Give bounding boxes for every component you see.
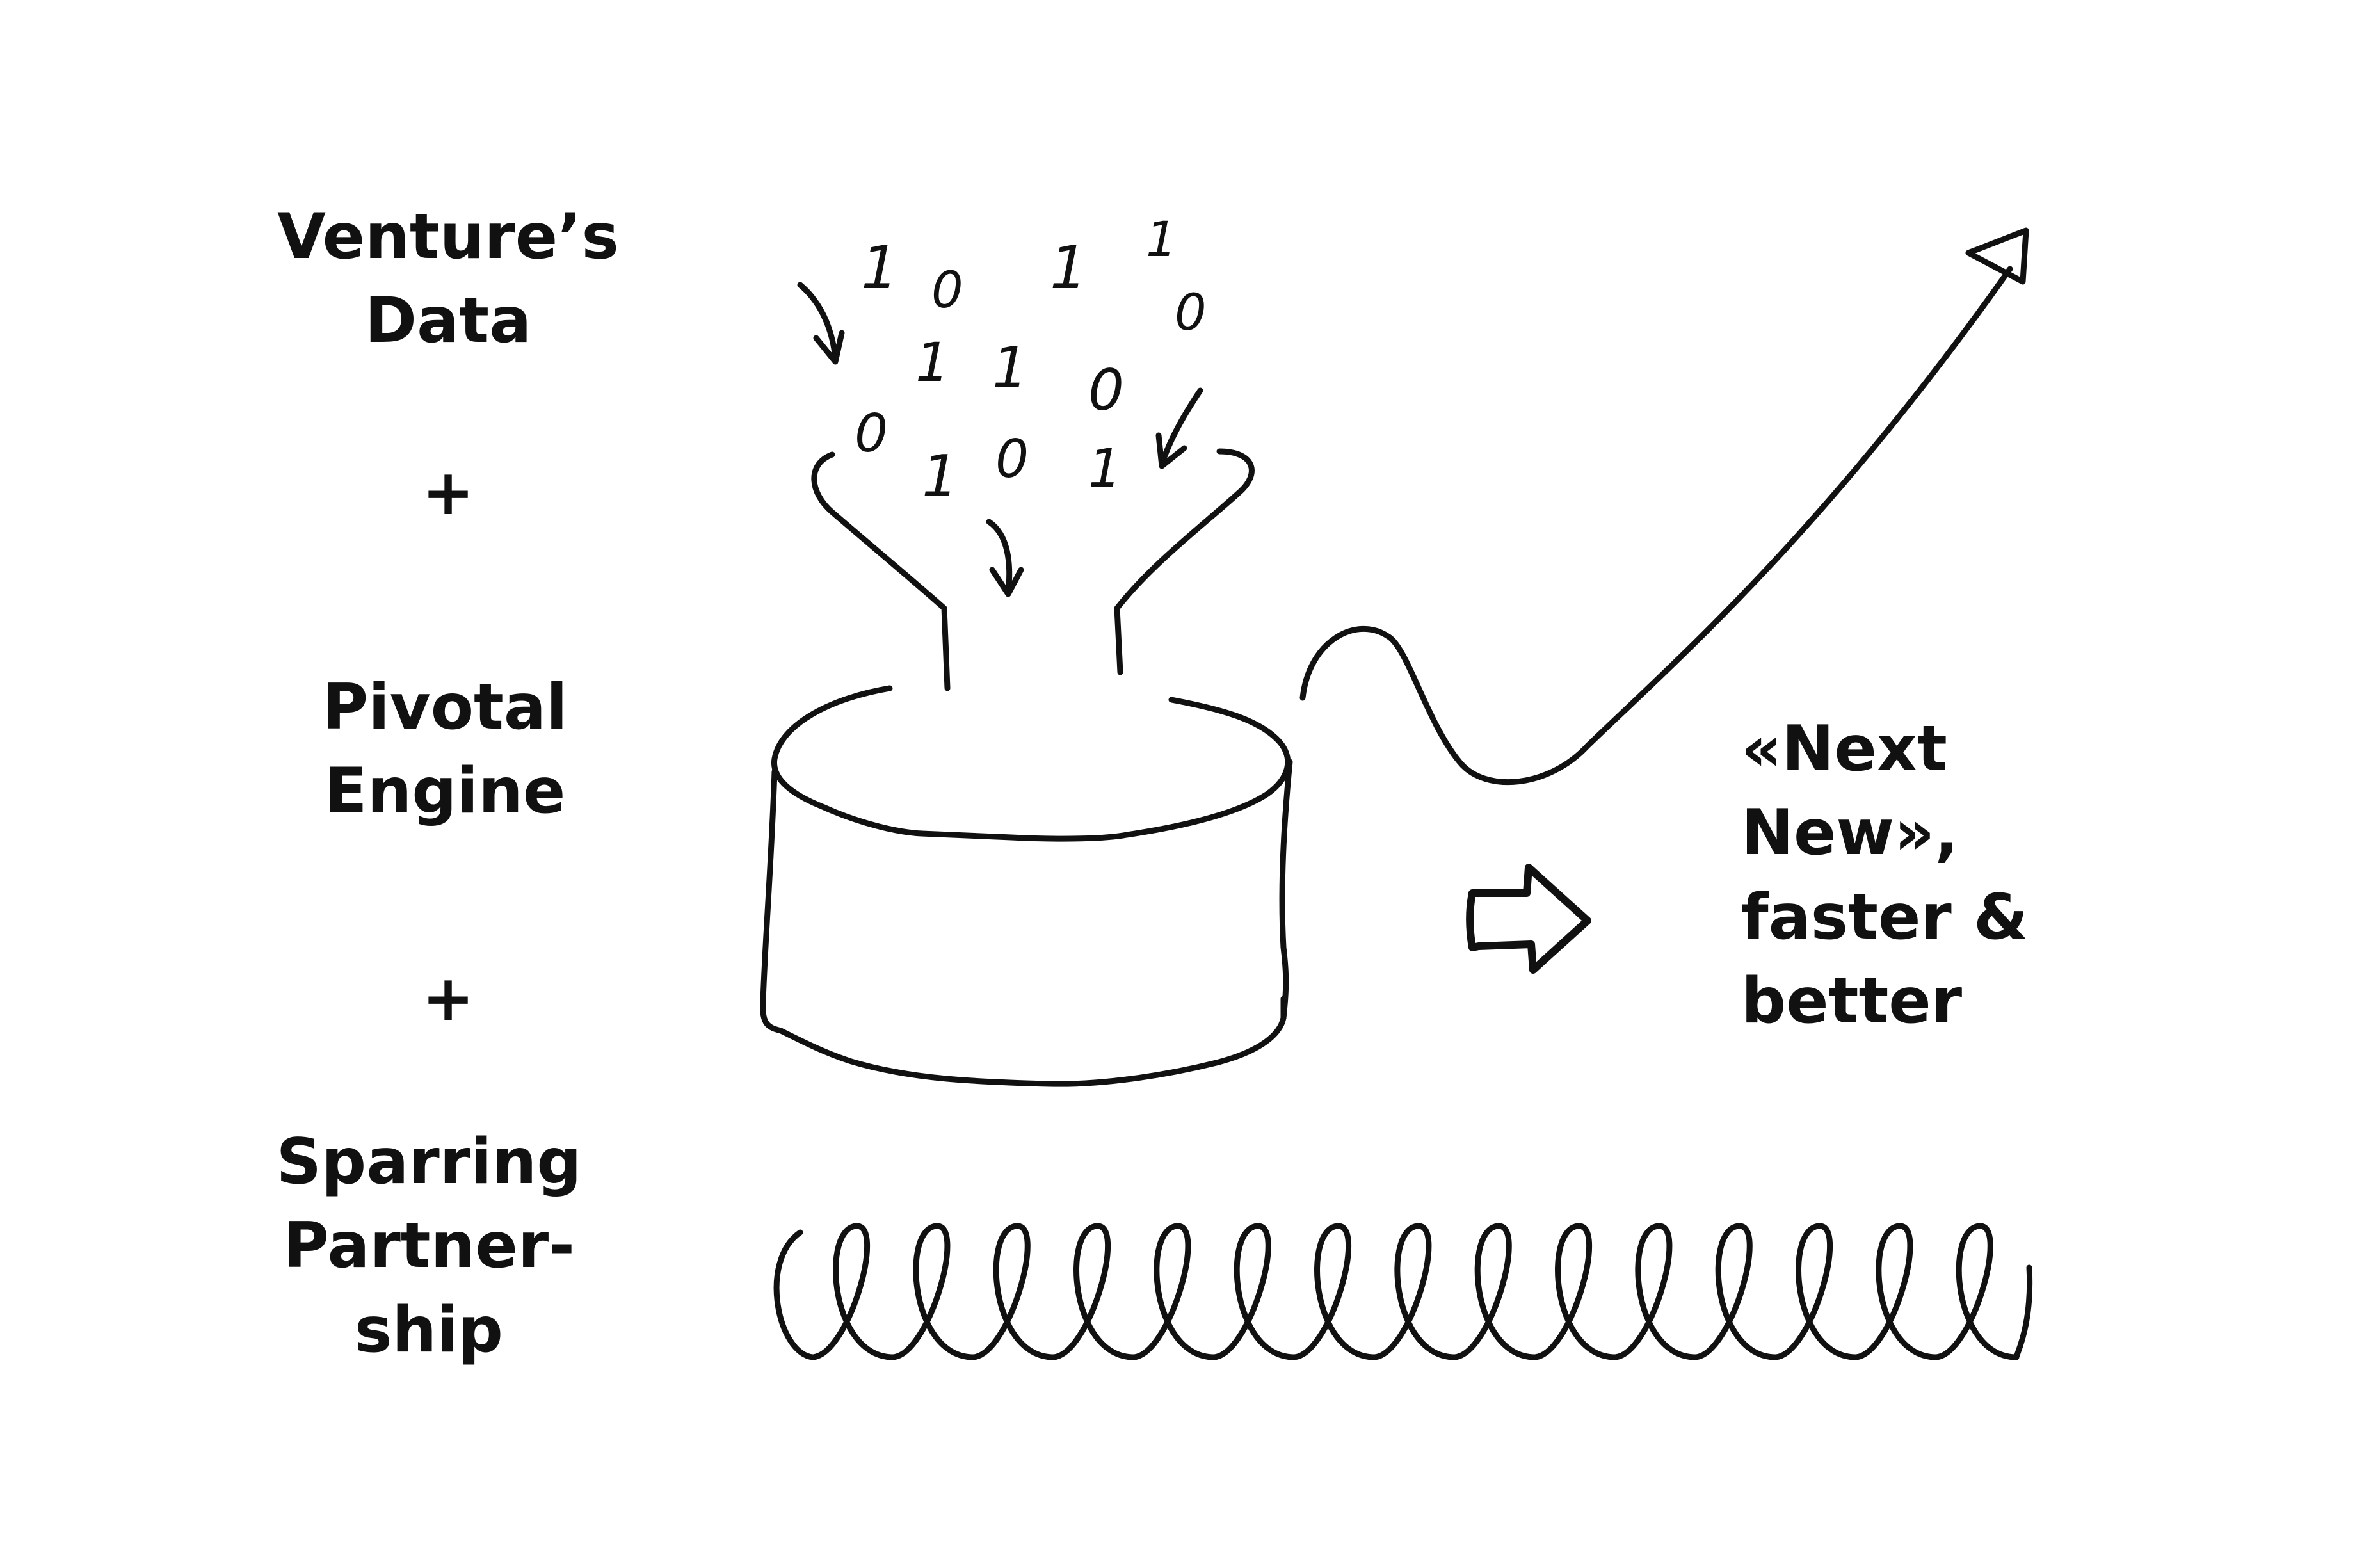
arrow-left-down bbox=[797, 282, 839, 362]
growth-curve bbox=[1299, 227, 2029, 786]
label-ventures-data: Venture’s Data bbox=[256, 195, 640, 364]
binary-digit: 1 bbox=[915, 331, 949, 394]
funnel bbox=[811, 448, 1255, 691]
label-pivotal-engine-line1: Pivotal bbox=[322, 671, 568, 744]
label-next-new-line3: faster & bbox=[1741, 880, 2029, 954]
arrow-center-down-head bbox=[989, 567, 1024, 597]
binary-digit: 1 bbox=[992, 335, 1028, 401]
binary-digit: 0 bbox=[995, 429, 1029, 490]
label-sparring-line2: Partner- bbox=[283, 1209, 575, 1283]
binary-digit: 1 bbox=[1088, 439, 1122, 499]
binary-digit: 0 bbox=[855, 403, 888, 464]
label-next-new-line4: better bbox=[1741, 964, 1963, 1038]
data-flow-arrows bbox=[797, 282, 1203, 597]
label-pivotal-engine-line2: Engine bbox=[324, 755, 566, 828]
binary-digit: 1 bbox=[1050, 234, 1088, 302]
cylinder-top-left bbox=[771, 685, 1291, 842]
label-pivotal-engine: Pivotal Engine bbox=[253, 666, 637, 834]
binary-digit: 0 bbox=[1175, 284, 1207, 342]
funnel-left-side bbox=[811, 451, 951, 691]
spring-coil bbox=[773, 1223, 2033, 1360]
label-next-new: «Next New», faster & better bbox=[1741, 707, 2253, 1044]
arrow-center-down bbox=[986, 519, 1013, 595]
label-next-new-line1: «Next bbox=[1741, 713, 1947, 786]
cylinder-left-wall bbox=[760, 768, 784, 1034]
label-sparring-line3: ship bbox=[355, 1293, 503, 1367]
binary-digit: 1 bbox=[861, 234, 899, 302]
arrow-right-down bbox=[1159, 387, 1203, 467]
label-ventures-data-line2: Data bbox=[364, 284, 532, 358]
arrow-up-right-icon bbox=[1965, 227, 2029, 285]
binary-digits: 1 0 1 1 0 1 1 0 0 1 0 1 bbox=[855, 211, 1207, 510]
funnel-right-side bbox=[1114, 448, 1255, 675]
label-sparring-line1: Sparring bbox=[276, 1125, 582, 1198]
arrow-right-down-head bbox=[1155, 432, 1187, 469]
cylinder-right-wall bbox=[1279, 759, 1293, 1021]
label-sparring-partnership: Sparring Partner- ship bbox=[237, 1120, 621, 1373]
growth-line bbox=[1299, 266, 2013, 786]
binary-digit: 0 bbox=[1088, 357, 1124, 423]
label-next-new-line2: New», bbox=[1741, 796, 1959, 870]
cylinder-bottom bbox=[778, 996, 1287, 1087]
label-ventures-data-line1: Venture’s bbox=[277, 200, 619, 273]
binary-digit: 1 bbox=[922, 443, 958, 510]
right-arrow-icon bbox=[1466, 864, 1591, 974]
binary-digit: 1 bbox=[1146, 211, 1177, 268]
arrow-left-down-head bbox=[813, 330, 845, 365]
plus-sign-1: + bbox=[421, 456, 475, 529]
binary-digit: 0 bbox=[931, 262, 963, 319]
engine-cylinder bbox=[760, 685, 1293, 1087]
coil-line bbox=[773, 1223, 2033, 1360]
plus-sign-2: + bbox=[421, 962, 475, 1035]
